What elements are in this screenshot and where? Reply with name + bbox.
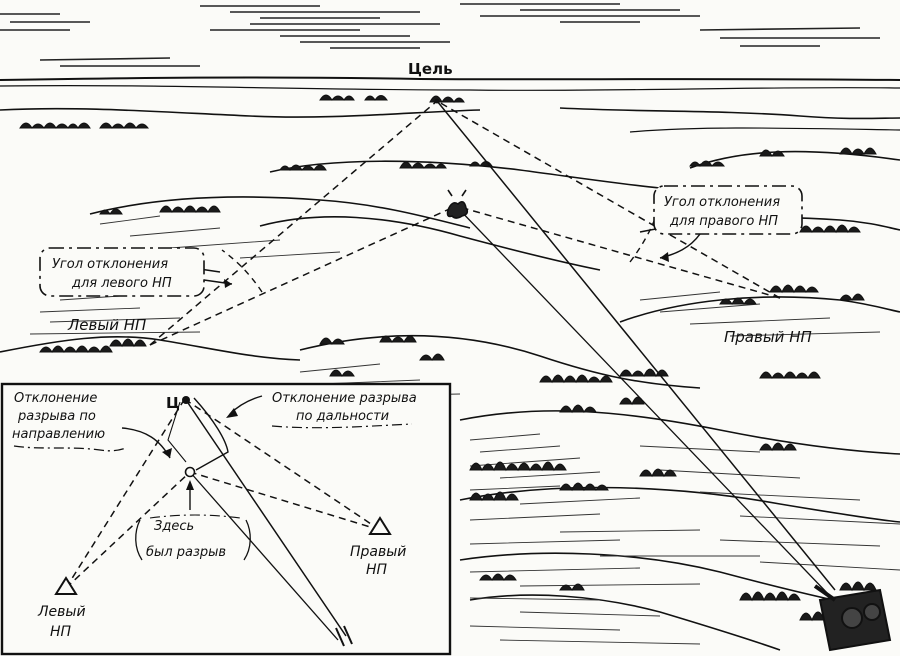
right-op-label: Правый НП [724,328,812,346]
inset-target-letter: Ц [166,394,180,412]
inset-left-to-burst [65,471,191,589]
sky-clouds [0,3,880,67]
inset-direction-bracket [167,401,187,463]
right-angle-label-line2: для правого НП [669,214,778,229]
inset-direction-dev-line2: разрыва по [17,409,96,424]
inset-range-dev-line2: по дальности [296,409,389,424]
inset-range-bracket [193,397,229,471]
inset-right-op-triangle [368,516,392,535]
right-op-to-target-line [436,100,781,299]
right-op-to-burst-line [455,205,781,299]
horizon [0,76,900,92]
inset-right-op-line2: НП [366,562,388,578]
terrain-hatching [29,215,900,645]
observation-lines [149,100,836,597]
inset-right-op-line1: Правый [350,544,406,560]
gun-position [813,584,892,652]
right-angle-label-line1: Угол отклонения [664,195,780,210]
inset-direction-dev-line1: Отклонение [14,391,97,406]
target-label: Цель [408,60,453,78]
vegetation [19,94,877,622]
inset-gun-line-target [185,399,347,637]
inset-gun-line-burst [189,471,339,641]
inset-burst-point [184,466,196,478]
inset-left-op-line1: Левый [37,604,86,620]
inset-burst-line1: Здесь [154,519,194,534]
burst-mark [446,189,469,219]
inset-left-op-triangle [54,576,78,595]
left-angle-label-line2: для левого НП [71,276,172,291]
inset-burst-line2: был разрыв [146,545,226,560]
left-op-label: Левый НП [67,316,146,334]
right-angle-arc [629,215,657,263]
left-op-to-target-line [149,100,438,346]
inset-left-op-line2: НП [50,624,72,640]
inset-right-to-burst [189,471,381,531]
inset-diagram: Ц Отклонение разрыва по направлению Откл… [0,382,452,656]
gun-to-target-line [436,100,836,591]
inset-direction-dev-line3: направлению [12,427,105,442]
inset-range-dev-line1: Отклонение разрыва [272,391,417,406]
left-angle-arc [221,249,263,293]
left-angle-callout: Угол отклонения для левого НП [39,247,233,297]
gun-to-burst-line [455,205,831,597]
inset-frame [0,382,452,656]
inset-target-point [182,396,190,404]
inset-right-to-target [185,399,381,531]
hill-contours [0,107,900,651]
right-angle-callout: Угол отклонения для правого НП [653,185,803,262]
inset-lines [65,397,381,647]
inset-left-to-target [65,399,185,589]
target-point [434,98,440,104]
left-op-to-burst-line [149,205,457,346]
left-angle-label-line1: Угол отклонения [52,257,168,272]
